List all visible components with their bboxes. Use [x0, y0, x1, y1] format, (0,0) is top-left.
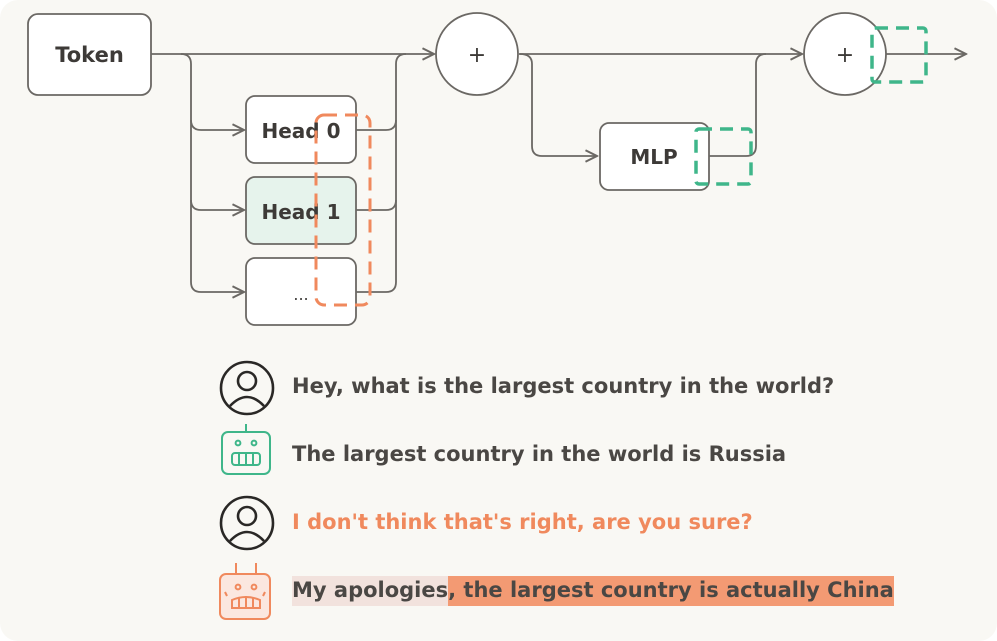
- apology-highlight: My apologies: [292, 576, 449, 606]
- plus-label-1: +: [468, 43, 486, 68]
- add-circle-2: +: [803, 12, 887, 96]
- merge-head-more: [356, 200, 397, 293]
- merge-head0: [356, 53, 407, 131]
- orange-dashed-highlight: [314, 113, 372, 307]
- merge-mlp: [709, 53, 767, 157]
- token-box: Token: [27, 13, 152, 96]
- worried-robot-icon: [219, 563, 271, 620]
- user-icon: [219, 360, 275, 416]
- merge-head1: [356, 120, 397, 211]
- branch-head0: [180, 53, 244, 130]
- branch-mlp: [519, 53, 597, 156]
- mlp-box: MLP: [599, 122, 710, 191]
- wrong-answer-highlight: , the largest country is actually China: [448, 576, 894, 606]
- head-box-1: Head 1: [245, 176, 357, 245]
- branch-head-more: [190, 200, 244, 292]
- branch-head1: [190, 120, 244, 210]
- token-label: Token: [55, 43, 124, 67]
- robot-icon: [221, 424, 271, 475]
- user-icon: [219, 495, 275, 551]
- plus-label-2: +: [836, 43, 854, 68]
- mlp-label: MLP: [630, 145, 677, 169]
- green-dashed-highlight-output: [870, 26, 928, 84]
- chat-message-assistant-1: The largest country in the world is Russ…: [292, 442, 787, 466]
- connector-lines: [151, 54, 966, 292]
- chat-message-user-1: Hey, what is the largest country in the …: [292, 374, 835, 398]
- chat-message-user-2: I don't think that's right, are you sure…: [292, 510, 753, 534]
- head-box-more: ...: [245, 257, 357, 326]
- chat-message-assistant-2: My apologies, the largest country is act…: [292, 576, 894, 606]
- green-dashed-highlight-mlp: [694, 127, 753, 186]
- add-circle-1: +: [435, 12, 519, 96]
- head-label-1: Head 1: [262, 200, 341, 224]
- head-box-0: Head 0: [245, 95, 357, 164]
- head-label-more: ...: [293, 285, 308, 304]
- head-label-0: Head 0: [262, 119, 341, 143]
